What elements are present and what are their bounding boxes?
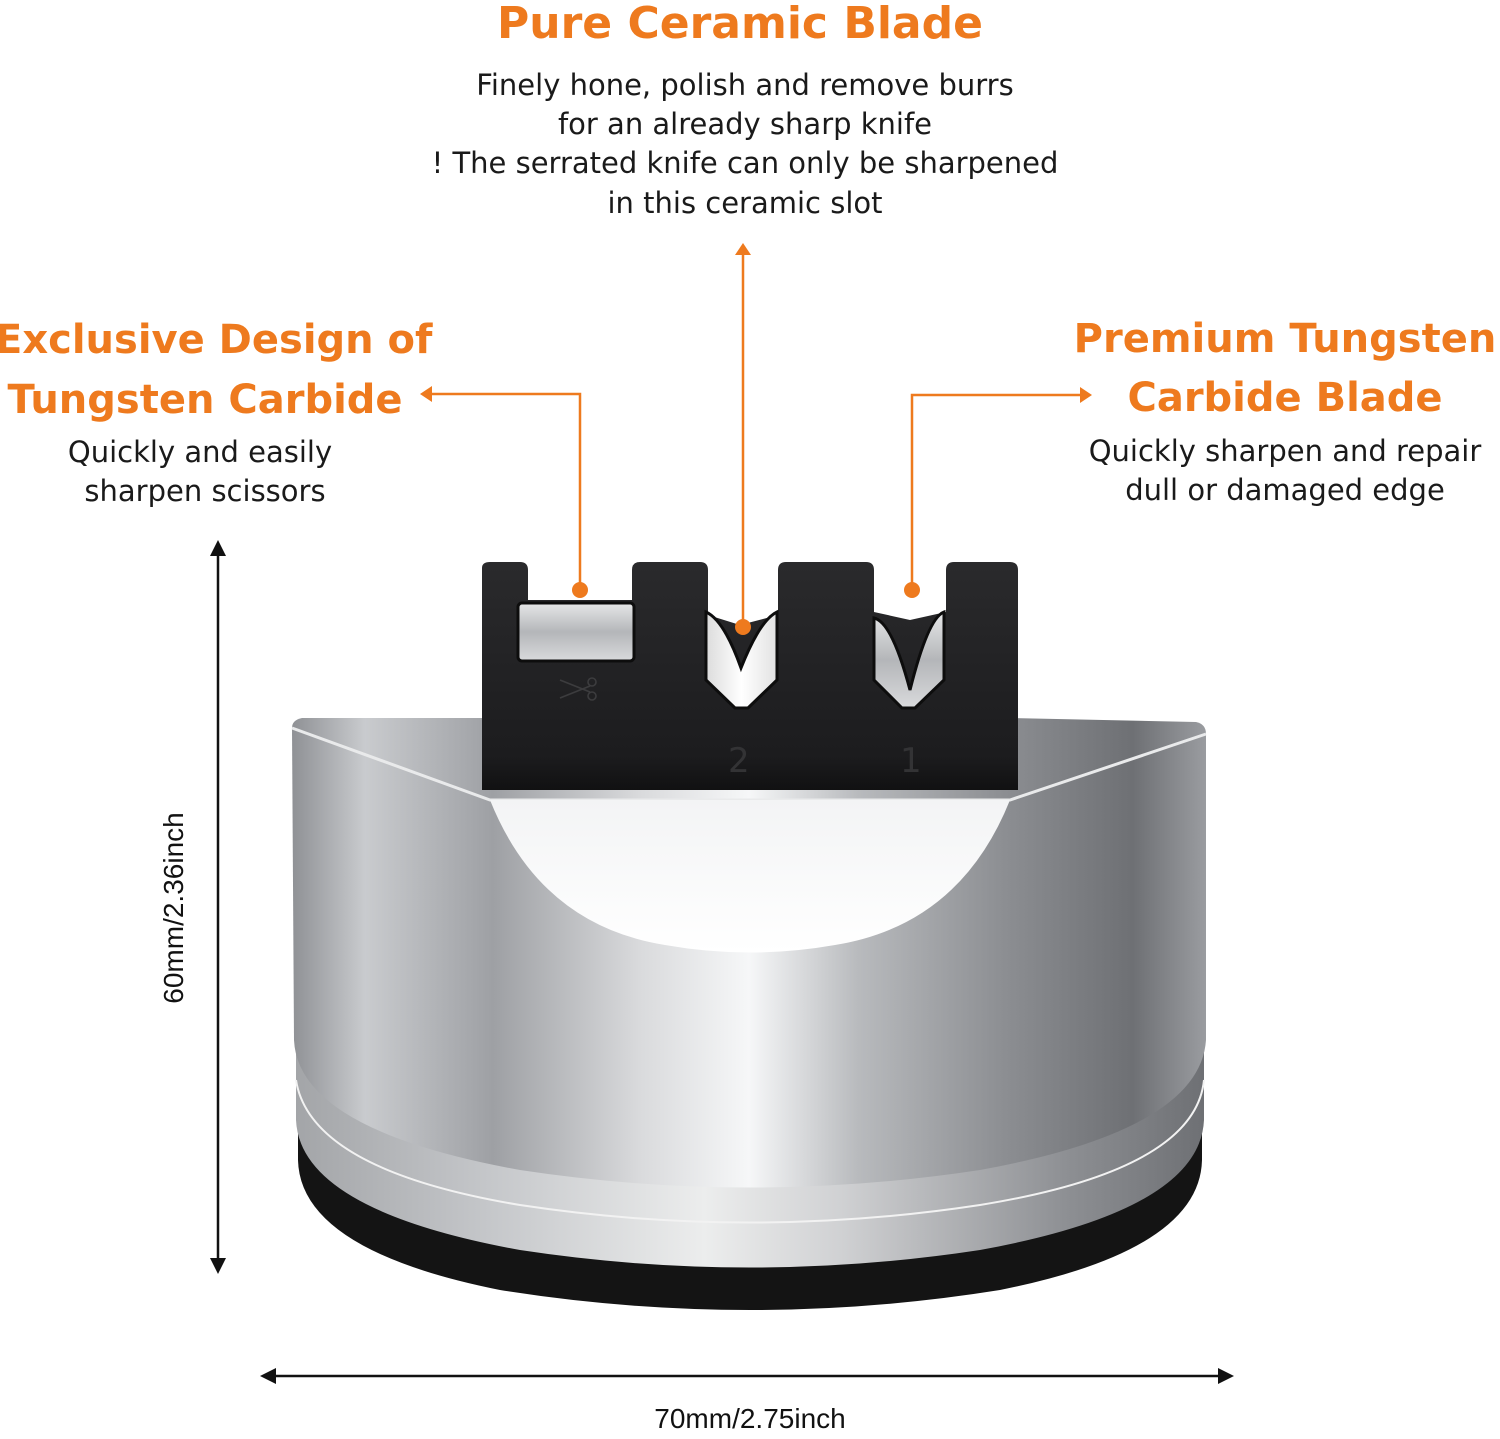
scissors-slot-title-line1: Exclusive Design of [0,317,433,363]
scissors-slot-desc-line: sharpen scissors [84,474,326,508]
ceramic-slot-2 [704,609,779,710]
tungsten-blade-desc-line: dull or damaged edge [1125,473,1445,507]
ceramic-desc-line: for an already sharp knife [557,107,933,141]
width-dimension-label: 70mm/2.75inch [654,1403,846,1434]
scissors-leader-line [420,386,588,598]
scissors-slot-title-line2: Tungsten Carbide [7,377,403,423]
slot-label-2: 2 [728,741,750,781]
height-dimension-label: 60mm/2.36inch [158,812,189,1004]
height-dimension-arrow [210,540,226,1274]
ceramic-desc-line: Finely hone, polish and remove burrs [476,68,1014,102]
width-dimension-arrow [260,1368,1234,1384]
top-curved-face [490,800,1010,953]
ceramic-blade-title: Pure Ceramic Blade [497,0,983,49]
tungsten-blade-desc-line: Quickly sharpen and repair [1088,434,1482,468]
ceramic-desc-line: in this ceramic slot [607,186,883,220]
ceramic-leader-line [735,243,751,635]
ceramic-desc-line: ! The serrated knife can only be sharpen… [431,146,1059,180]
scissors-slot-desc-line: Quickly and easily [67,435,333,469]
tungsten-slot-1 [872,609,946,710]
slot-label-1: 1 [900,741,922,781]
tungsten-blade-title-line2: Carbide Blade [1127,375,1443,421]
scissors-icon [559,677,597,701]
scissors-slot-blade [516,601,636,663]
tungsten-blade-title-line1: Premium Tungsten [1073,316,1497,362]
tungsten-leader-line [904,387,1092,598]
